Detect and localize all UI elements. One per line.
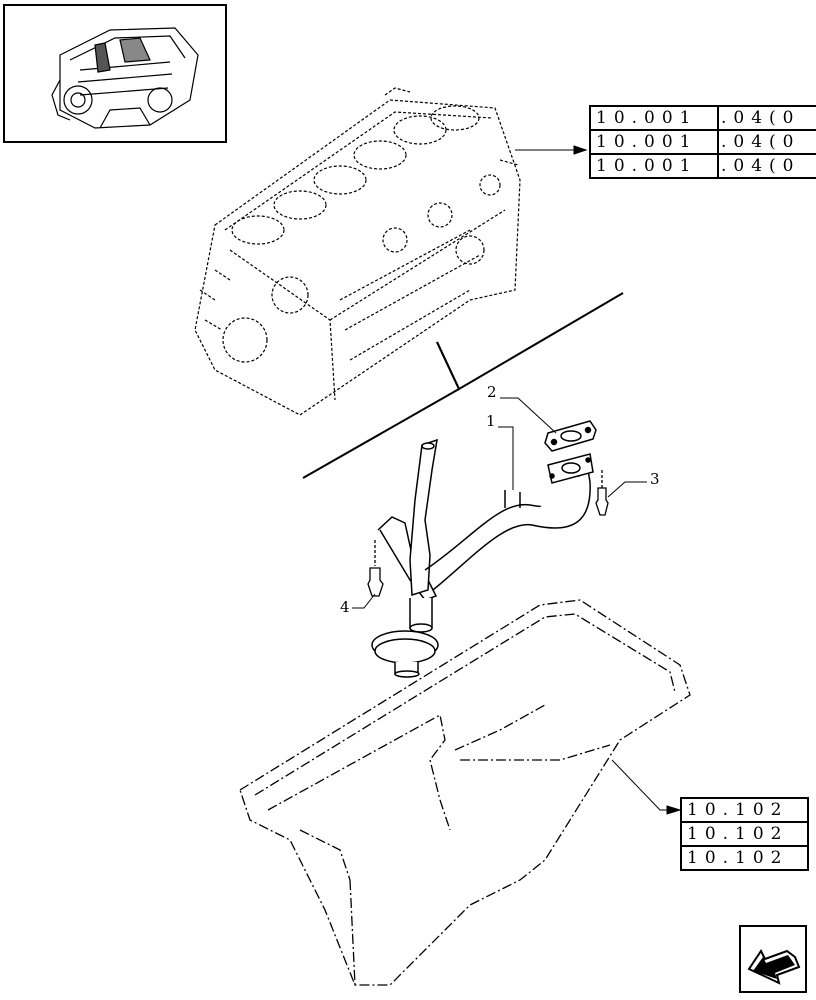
ref-code[interactable]: 10.001	[591, 155, 719, 177]
section-cut-line	[302, 292, 624, 479]
oil-sump	[239, 599, 691, 986]
bottom-reference-table: 10.102 10.102 10.102	[680, 797, 809, 871]
screw-4[interactable]	[367, 540, 384, 597]
ref-code[interactable]: 10.102	[687, 824, 789, 844]
screw-3[interactable]	[595, 470, 609, 516]
callout-2: 2	[487, 383, 497, 401]
top-ref-leader	[515, 145, 588, 155]
ref-suffix: .04(0	[721, 132, 801, 152]
ref-row-bottom-2[interactable]: 10.102	[682, 821, 807, 845]
engine-thumbnail-icon[interactable]	[3, 4, 227, 143]
oil-suction-pipe[interactable]	[371, 438, 594, 678]
bottom-ref-leader	[611, 759, 682, 815]
gasket[interactable]	[544, 420, 597, 452]
callout-3: 3	[650, 470, 660, 488]
ref-suffix: .04(0	[721, 156, 801, 176]
ref-code[interactable]: 10.001	[591, 107, 719, 129]
next-page-arrow-icon	[747, 949, 801, 985]
callout-4: 4	[340, 598, 350, 616]
ref-suffix: .04(0	[721, 108, 801, 128]
ref-row-top-2[interactable]: 10.001 .04(0	[591, 129, 816, 153]
ref-code[interactable]: 10.102	[687, 800, 789, 820]
ref-row-bottom-1[interactable]: 10.102	[682, 799, 807, 821]
next-page-button[interactable]	[739, 925, 807, 993]
ref-code[interactable]: 10.102	[687, 848, 789, 868]
ref-row-top-3[interactable]: 10.001 .04(0	[591, 153, 816, 177]
callout-1: 1	[486, 412, 496, 430]
callout-leaders	[352, 397, 647, 609]
engine-block	[194, 87, 521, 416]
ref-row-top-1[interactable]: 10.001 .04(0	[591, 107, 816, 129]
top-reference-table: 10.001 .04(0 10.001 .04(0 10.001 .04(0	[589, 105, 816, 179]
ref-row-bottom-3[interactable]: 10.102	[682, 845, 807, 869]
ref-code[interactable]: 10.001	[591, 131, 719, 153]
